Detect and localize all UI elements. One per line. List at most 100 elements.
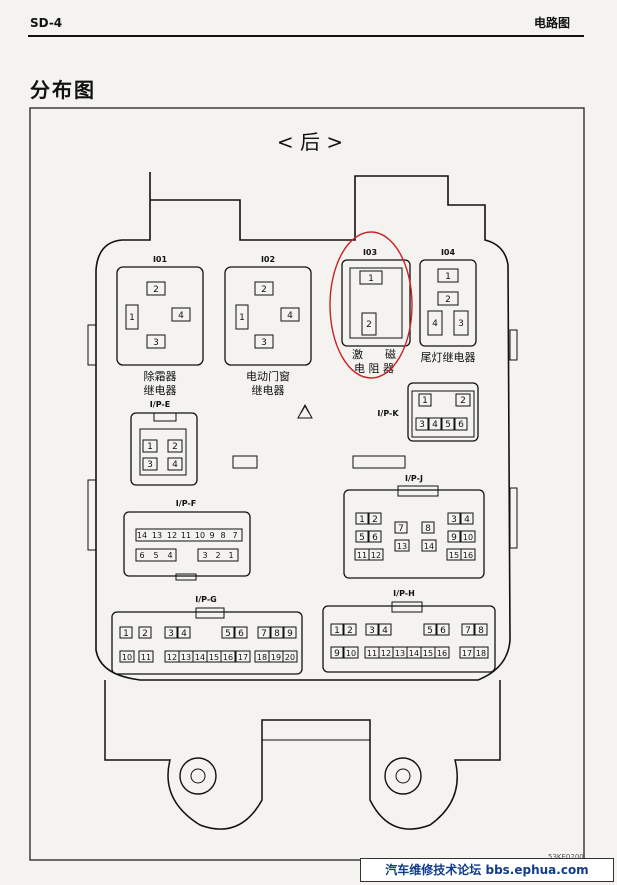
connector-pin xyxy=(454,417,468,431)
pin-label: 16 xyxy=(463,551,473,560)
site-banner: 汽车维修技术论坛 bbs.ephua.com xyxy=(360,858,614,882)
connector-pin xyxy=(282,650,298,663)
connector-pin xyxy=(167,439,183,453)
pin-label: 6 xyxy=(372,533,378,543)
pin-label: 5 xyxy=(225,629,231,639)
relay-pin xyxy=(146,334,166,349)
relay-i04-socket xyxy=(419,259,477,347)
pin-label: 2 xyxy=(142,629,148,639)
pin-label: 14 xyxy=(195,653,205,662)
connector-pin xyxy=(441,417,455,431)
pin-label: 11 xyxy=(141,653,151,662)
relay-pin xyxy=(359,270,383,285)
fuse-box-housing xyxy=(95,172,511,681)
pin-label: 12 xyxy=(371,551,381,560)
relay-id-i04: I04 xyxy=(441,248,456,257)
connector-ipk xyxy=(407,382,479,442)
connector-pin xyxy=(234,626,248,639)
diagram-frame xyxy=(29,107,585,861)
page-code: SD-4 xyxy=(30,16,63,30)
connector-pin xyxy=(473,646,489,659)
connector-pin xyxy=(220,650,236,663)
pin-label: 9 xyxy=(334,649,340,659)
pin-label: 10 xyxy=(463,533,473,542)
mount-hole xyxy=(179,757,217,795)
connector-ipf xyxy=(123,511,251,577)
pin-label: 12 xyxy=(381,649,391,658)
connector-latch xyxy=(391,601,423,613)
pin-label: 3 xyxy=(419,420,425,430)
pin-label: 13 xyxy=(152,531,162,540)
connector-latch xyxy=(153,412,177,422)
pin-label: 8 xyxy=(478,626,484,636)
relay-name: 激 磁 xyxy=(352,347,396,361)
pin-label: 14 xyxy=(409,649,419,658)
relay-pin xyxy=(235,304,249,330)
connector-pin xyxy=(436,623,450,636)
pin-label: 8 xyxy=(425,524,431,534)
relay-pin xyxy=(254,334,274,349)
pin-label: 3 xyxy=(458,319,464,329)
connector-pin xyxy=(368,512,382,525)
connector-pin xyxy=(460,530,476,543)
connector-pin xyxy=(343,623,357,636)
pin-label: 2 xyxy=(460,396,466,406)
pin-label: 11 xyxy=(357,551,367,560)
pin-label: 10 xyxy=(122,653,132,662)
pin-label: 4 xyxy=(178,311,184,321)
connector-pin xyxy=(434,646,450,659)
relay-pin xyxy=(280,307,300,322)
pin-label: 13 xyxy=(181,653,191,662)
relay-pin xyxy=(427,310,443,336)
relay-i02-socket xyxy=(224,266,312,366)
connector-ipj xyxy=(343,489,485,579)
pin-label: 6 xyxy=(440,626,446,636)
pin-label: 5 xyxy=(427,626,433,636)
pin-label: 13 xyxy=(395,649,405,658)
connector-pin xyxy=(447,530,461,543)
pin-label: 4 xyxy=(181,629,187,639)
pin-label: 6 xyxy=(458,420,464,430)
section-title: 电路图 xyxy=(534,16,571,30)
pin-label: 3 xyxy=(369,626,375,636)
pin-label: 2 xyxy=(347,626,353,636)
pin-label: 2 xyxy=(153,285,159,295)
connector-pin xyxy=(421,539,437,552)
page-title: 分布图 xyxy=(30,78,96,102)
pin-label: 3 xyxy=(168,629,174,639)
pin-label: 1 xyxy=(334,626,340,636)
pin-label: 8 xyxy=(274,629,280,639)
relay-slot xyxy=(352,455,406,469)
connector-pin xyxy=(365,623,379,636)
housing-tab xyxy=(87,324,97,366)
pin-label: 4 xyxy=(167,551,172,560)
pin-label: 10 xyxy=(346,649,356,658)
relay-name: 电 阻 器 xyxy=(354,362,394,375)
relay-name: 尾灯继电器 xyxy=(421,351,476,364)
mount-hole-inner xyxy=(190,768,206,784)
relay-pin xyxy=(437,268,459,283)
connector-pin xyxy=(235,650,251,663)
connector-pin xyxy=(164,626,178,639)
pin-label: 5 xyxy=(359,533,365,543)
connector-pin xyxy=(455,393,471,407)
ipf-pins: 14 13 12 11 10 9 8 7 6 5 4 3 2 1 xyxy=(135,528,243,562)
mounting-bracket xyxy=(104,680,501,830)
pin-label: 19 xyxy=(271,653,281,662)
pin-label: 3 xyxy=(261,338,267,348)
pin-label: 15 xyxy=(209,653,219,662)
relay-name: 电动门窗 xyxy=(246,369,290,383)
pin-label: 1 xyxy=(147,442,153,452)
pin-label: 17 xyxy=(238,653,248,662)
connector-pin xyxy=(394,521,408,534)
pin-label: 5 xyxy=(153,551,158,560)
connector-latch xyxy=(397,485,439,497)
pin-label: 18 xyxy=(476,649,486,658)
relay-pin xyxy=(453,310,469,336)
connector-pin xyxy=(415,417,429,431)
connector-ipe-body xyxy=(139,428,187,476)
pin-label: 3 xyxy=(451,515,457,525)
connector-pin xyxy=(270,626,284,639)
ipj-pins: 1 2 3 4 7 8 5 6 9 10 13 14 11 12 15 16 xyxy=(354,512,476,561)
relay-pin xyxy=(125,304,139,330)
